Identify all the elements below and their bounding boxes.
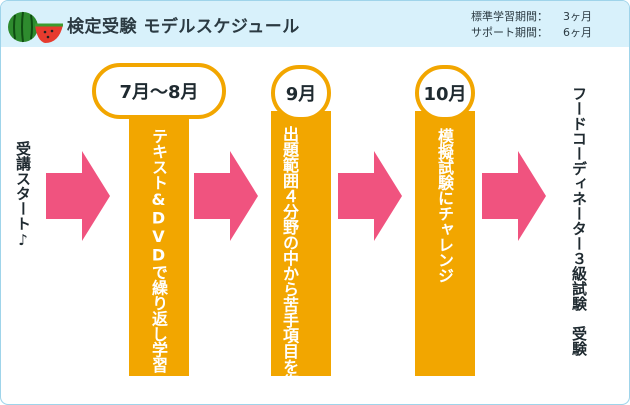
step-column-1 <box>129 111 189 376</box>
arrow-right-icon <box>46 151 110 241</box>
arrow-right-icon <box>194 151 258 241</box>
support-period: サポート期間： 6ヶ月 <box>471 26 592 39</box>
step-period-1: 7月〜8月 <box>92 63 226 119</box>
header-bar: 検定受験 モデルスケジュール 標準学習期間： 3ヶ月 サポート期間： 6ヶ月 <box>1 1 629 47</box>
step-description-1: テキスト&DVDで繰り返し学習 <box>149 128 168 373</box>
watermelon-icon <box>8 11 63 43</box>
step-period-2: 9月 <box>271 65 331 121</box>
step-description-3: 模擬試験にチャレンジ <box>435 128 454 283</box>
start-label: 受講スタート♪ <box>14 141 32 249</box>
goal-label: フードコーディネーター３級試験 受験 <box>570 86 588 356</box>
support-period-label: サポート期間： <box>471 26 548 39</box>
arrow-right-icon <box>338 151 402 241</box>
support-period-value: 6ヶ月 <box>563 26 592 39</box>
arrow-right-icon <box>482 151 546 241</box>
page-title: 検定受験 モデルスケジュール <box>67 17 300 37</box>
study-period-label: 標準学習期間： <box>471 10 548 23</box>
study-period: 標準学習期間： 3ヶ月 <box>471 10 592 23</box>
step-description-2: 出題範囲４分野の中から苦手項目を復習 <box>280 126 299 405</box>
step-column-2 <box>271 111 331 376</box>
step-period-3: 10月 <box>415 65 475 121</box>
header-divider <box>1 47 629 49</box>
study-period-value: 3ヶ月 <box>563 10 592 23</box>
step-column-3 <box>415 111 475 376</box>
